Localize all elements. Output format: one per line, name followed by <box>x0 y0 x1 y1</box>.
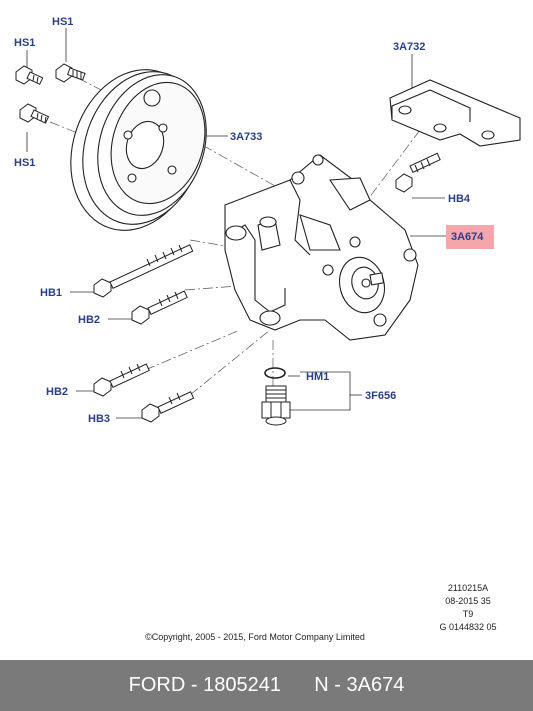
bolt-hb3 <box>141 391 195 423</box>
leader-lines <box>26 28 446 419</box>
pump-highlight <box>446 225 494 249</box>
o-ring-hm1 <box>264 367 286 379</box>
pulley-3a733 <box>70 69 207 231</box>
fitting-3f656 <box>261 385 291 426</box>
code-line-4: G 0144832 05 <box>439 622 497 632</box>
footer-spacer <box>281 674 314 697</box>
callout-hs1-bottom: HS1 <box>14 157 35 169</box>
bolt-hb2-lower <box>93 363 150 397</box>
drawing-codes: 2110215A 08-2015 35 T9 G 0144832 05 <box>420 582 516 634</box>
power-steering-pump-3a674 <box>224 154 419 341</box>
callout-hm1: HM1 <box>306 371 329 383</box>
callout-hb4: HB4 <box>448 193 471 205</box>
code-line-2: 08-2015 35 <box>445 596 491 606</box>
callout-3a732: 3A732 <box>393 41 425 53</box>
callout-hs1-mid: HS1 <box>14 37 35 49</box>
code-line-3: T9 <box>462 609 474 619</box>
footer-ref: N - 3A674 <box>314 674 405 696</box>
footer-brand-part: FORD - 1805241 <box>128 674 281 696</box>
copyright-notice: ©Copyright, 2005 - 2015, Ford Motor Comp… <box>145 632 365 642</box>
callout-hs1-top: HS1 <box>52 16 73 28</box>
bolt-hs1-mid <box>15 65 44 85</box>
callout-3f656: 3F656 <box>365 390 396 402</box>
bolt-hb1 <box>93 244 194 298</box>
callout-hb2-lower: HB2 <box>46 386 68 398</box>
callout-hb1: HB1 <box>40 287 62 299</box>
callout-hb2-upper: HB2 <box>78 314 100 326</box>
callout-3a733: 3A733 <box>230 131 262 143</box>
bolt-hs1-bottom <box>19 103 50 124</box>
bolt-hb4 <box>395 152 441 193</box>
callout-hb3: HB3 <box>88 413 110 425</box>
exploded-parts-diagram: HS1 HS1 HS1 3A733 3A732 HB4 3A674 HB1 HB… <box>14 16 521 426</box>
bolt-hb2-upper <box>131 290 188 325</box>
bolt-hs1-top <box>55 63 86 83</box>
footer-bar: FORD - 1805241 N - 3A674 <box>0 660 533 711</box>
bracket-3a732 <box>389 79 521 147</box>
callout-3a674: 3A674 <box>451 231 484 243</box>
code-line-1: 2110215A <box>447 583 489 593</box>
